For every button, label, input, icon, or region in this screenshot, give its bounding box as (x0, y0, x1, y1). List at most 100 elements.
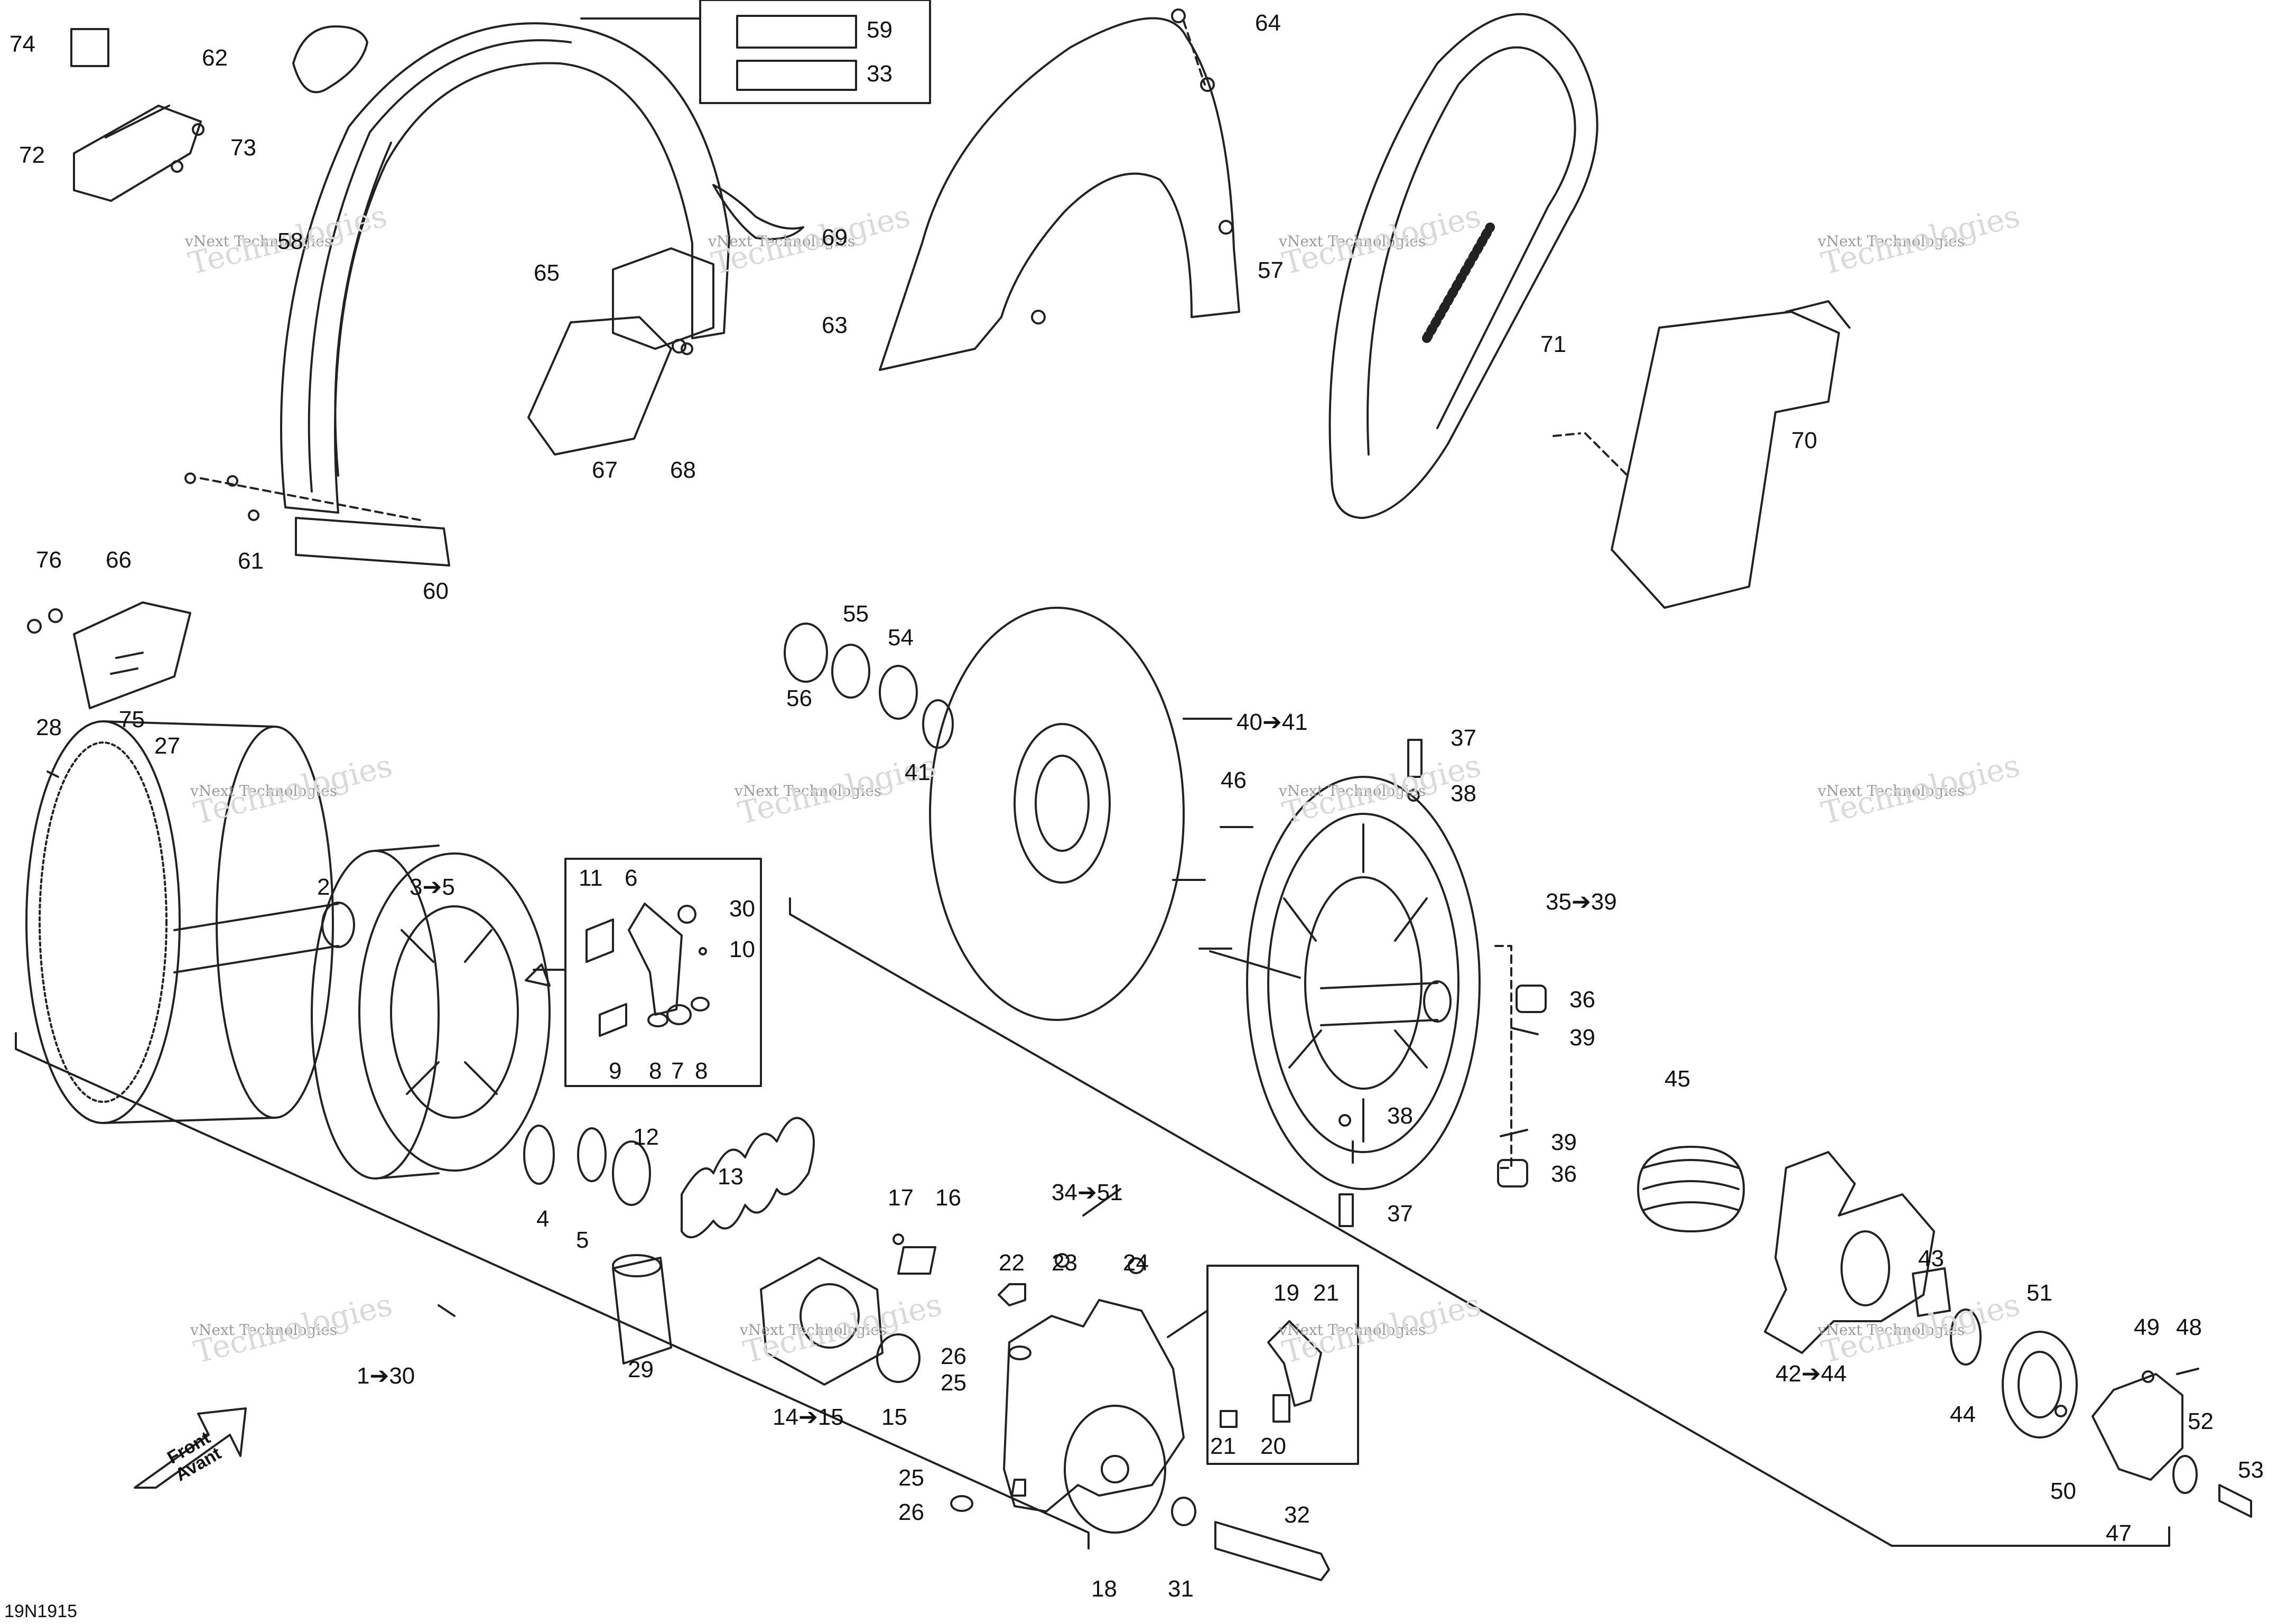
nut-73a (192, 123, 204, 136)
callout-label: 59 (867, 17, 893, 43)
callout-label: 36 (1569, 987, 1595, 1013)
callout-label: 28 (36, 714, 62, 740)
front-arrow (134, 1407, 247, 1489)
callout-label: 18 (1091, 1576, 1117, 1602)
callout-label: 27 (154, 733, 180, 759)
group-line-1-30 (15, 1032, 1090, 1549)
callout-label: 64 (1255, 10, 1281, 36)
drive-cover-18 (1003, 1299, 1185, 1512)
guard-bracket-60 (295, 517, 450, 567)
callout-label: 65 (534, 260, 560, 286)
callout-label: 19 (1274, 1280, 1299, 1306)
washer-51 (2002, 1331, 2078, 1439)
driven-movable-sheave-35 (1246, 776, 1481, 1190)
callout-label: 23 (1052, 1250, 1077, 1276)
callout-label: 53 (2238, 1457, 2264, 1483)
belt-guard-58 (280, 22, 730, 514)
callout-label: 50 (2050, 1478, 2076, 1504)
callout-label: 60 (423, 578, 449, 604)
callout-label: 33 (867, 61, 893, 87)
decal-59 (736, 15, 857, 49)
decal-74 (70, 28, 109, 67)
bolt-32 (1214, 1521, 1330, 1581)
callout-label: 68 (670, 457, 696, 483)
callout-label: 74 (10, 31, 35, 57)
pin-16 (897, 1246, 936, 1275)
callout-label: 57 (1258, 257, 1284, 283)
callout-label: 2 (317, 874, 330, 900)
callout-label: 41 (905, 759, 931, 785)
callout-label: 5 (576, 1227, 589, 1253)
clip-69 (712, 184, 804, 240)
clip-72 (73, 105, 202, 202)
callout-label: 31 (1168, 1576, 1194, 1602)
spring-13 (681, 1117, 815, 1239)
cam-cover-47 (2092, 1373, 2183, 1481)
callout-label: 26 (898, 1499, 924, 1525)
callout-label: 16 (935, 1185, 961, 1211)
callout-label: 17 (888, 1185, 914, 1211)
callout-label: 42➔44 (1776, 1361, 1847, 1387)
bushing-15 (876, 1333, 921, 1383)
bolt-53 (2218, 1484, 2252, 1518)
callout-label: 13 (718, 1164, 743, 1190)
callout-label: 54 (888, 625, 914, 651)
movable-sheave-3 (311, 850, 440, 1180)
bolts-46 (1172, 826, 1301, 979)
callout-label: 9 (609, 1058, 622, 1084)
callout-label: 38 (1451, 781, 1476, 806)
fixed-sheave-2 (216, 726, 334, 1119)
callout-label: 10 (729, 936, 755, 962)
ring-55 (831, 644, 870, 699)
cam-42 (1764, 1151, 1935, 1354)
callout-label: 73 (230, 135, 256, 161)
bushing-4 (523, 1125, 555, 1185)
callout-label: 49 (2134, 1314, 2160, 1340)
callout-label: 63 (822, 312, 848, 338)
washer-52 (2172, 1455, 2198, 1494)
callout-label: 34➔51 (1052, 1180, 1123, 1205)
callout-label: 6 (625, 865, 638, 891)
callout-label: 20 (1260, 1433, 1286, 1459)
callout-label: 14➔15 (773, 1404, 844, 1430)
callout-label: 56 (786, 685, 812, 711)
callout-label: 21 (1313, 1280, 1339, 1306)
inset-box-19-21 (1206, 1265, 1359, 1465)
callout-label: 75 (119, 707, 145, 732)
callout-label: 39 (1551, 1129, 1577, 1155)
callout-label: 67 (592, 457, 618, 483)
ring-41 (922, 699, 954, 749)
upper-guard-63 (879, 17, 1240, 371)
callout-label: 15 (881, 1404, 907, 1430)
callout-label: 11 (579, 865, 603, 891)
callout-label: 24 (1123, 1250, 1149, 1276)
ring-gear-27 (25, 720, 181, 1124)
bumper-62 (292, 25, 368, 94)
callout-label: 7 (671, 1058, 684, 1084)
callout-label: 3➔5 (410, 874, 455, 900)
callout-label: 8 (649, 1058, 662, 1084)
bracket-66 (73, 601, 191, 709)
pin-11 (585, 918, 614, 963)
callout-label: 61 (238, 548, 264, 574)
callout-label: 37 (1387, 1201, 1413, 1227)
callout-label: 8 (695, 1058, 708, 1084)
drive-belt-57 (1328, 13, 1598, 519)
callout-label: 51 (2027, 1280, 2052, 1306)
cap-26 (1008, 1345, 1031, 1360)
callout-label: 4 (536, 1206, 550, 1232)
bracket-67 (527, 316, 672, 456)
inset-box-arms (564, 858, 762, 1087)
ring-56 (784, 623, 828, 683)
